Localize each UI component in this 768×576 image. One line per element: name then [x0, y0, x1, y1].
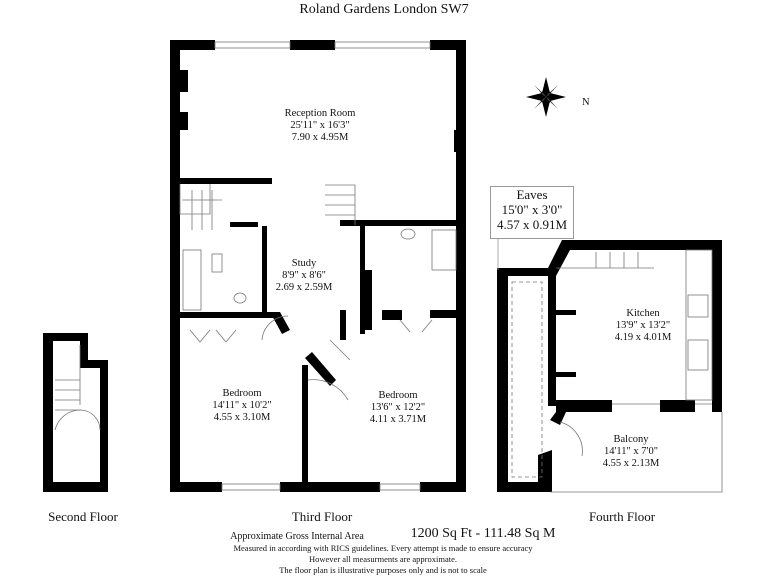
room-label-bedroom-1: Bedroom 14'11" x 10'2" 4.55 x 3.10M: [212, 388, 271, 424]
compass-icon: [526, 77, 566, 117]
room-imperial: 13'9" x 13'2": [615, 320, 671, 332]
room-label-eaves: Eaves 15'0" x 3'0" 4.57 x 0.91M: [490, 186, 574, 239]
room-name: Balcony: [613, 434, 649, 445]
floor-label-second: Second Floor: [48, 509, 118, 524]
room-metric: 4.55 x 3.10M: [213, 412, 271, 424]
room-name: Reception Room: [284, 108, 356, 119]
floor-label-third: Third Floor: [291, 509, 353, 524]
room-name: Kitchen: [626, 308, 660, 319]
room-label-study: Study 8'9" x 8'6" 2.69 x 2.59M: [276, 258, 333, 294]
plan-title: Roland Gardens London SW7: [299, 2, 469, 17]
room-metric: 4.57 x 0.91M: [496, 216, 568, 232]
second-floor-walls: [43, 333, 108, 492]
room-name: Eaves: [516, 187, 548, 202]
room-metric: 2.69 x 2.59M: [275, 282, 333, 294]
fourth-floor-walls: [497, 240, 722, 492]
room-name: Bedroom: [378, 390, 418, 401]
room-label-balcony: Balcony 14'11" x 7'0" 4.55 x 2.13M: [603, 434, 660, 470]
room-metric: 7.90 x 4.95M: [291, 132, 349, 144]
disclaimer-line-3: The floor plan is illustrative purposes …: [279, 565, 487, 575]
room-name: Bedroom: [222, 388, 262, 399]
room-imperial: 13'6" x 12'2": [370, 402, 426, 414]
room-metric: 4.55 x 2.13M: [602, 458, 660, 470]
second-floor-stairs: [54, 345, 101, 431]
third-floor-fixtures: [179, 41, 457, 491]
room-imperial: 14'11" x 10'2": [212, 400, 272, 412]
area-value: 1200 Sq Ft - 111.48 Sq M: [410, 526, 556, 541]
room-imperial: 8'9" x 8'6": [282, 270, 326, 282]
room-imperial: 25'11" x 16'3": [290, 120, 350, 132]
compass-north-label: N: [582, 97, 590, 108]
room-metric: 4.19 x 4.01M: [614, 332, 672, 344]
room-label-kitchen: Kitchen 13'9" x 13'2" 4.19 x 4.01M: [615, 308, 672, 344]
room-imperial: 15'0" x 3'0": [501, 201, 563, 217]
disclaimer-line-1: Measured in according with RICS guidelin…: [233, 543, 533, 553]
room-label-reception: Reception Room 25'11" x 16'3" 7.90 x 4.9…: [285, 108, 356, 144]
room-label-bedroom-2: Bedroom 13'6" x 12'2" 4.11 x 3.71M: [370, 390, 426, 426]
floor-label-fourth: Fourth Floor: [588, 509, 656, 524]
room-metric: 4.11 x 3.71M: [369, 414, 427, 426]
third-floor-walls: [170, 40, 466, 492]
disclaimer-line-2: However all measurments are approximate.: [309, 554, 457, 564]
room-name: Study: [291, 258, 317, 269]
room-imperial: 14'11" x 7'0": [604, 446, 658, 458]
area-label: Approximate Gross Internal Area: [230, 531, 364, 542]
fourth-floor-fixtures: [497, 236, 723, 493]
